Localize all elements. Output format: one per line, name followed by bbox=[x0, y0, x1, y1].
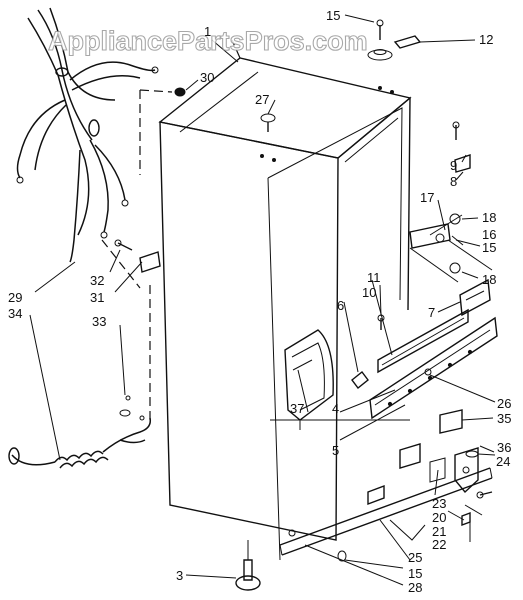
watermark: AppliancePartsPros.com bbox=[48, 26, 368, 56]
leader-lines bbox=[29, 14, 496, 586]
part-label: 12 bbox=[479, 32, 493, 47]
part-label: 21 bbox=[432, 524, 446, 539]
wiring-harness bbox=[16, 7, 159, 263]
part-label: 15 bbox=[408, 566, 422, 581]
part-label: 17 bbox=[420, 190, 434, 205]
part-label: 33 bbox=[92, 314, 106, 329]
routing-dash-lines bbox=[101, 39, 241, 420]
part-label: 8 bbox=[450, 174, 457, 189]
part-label: 27 bbox=[255, 92, 269, 107]
part-label: 37 bbox=[290, 401, 304, 416]
power-cord bbox=[8, 417, 152, 469]
part-label: 15 bbox=[482, 240, 496, 255]
part-label: 20 bbox=[432, 510, 446, 525]
bottom-hinge-bracket bbox=[399, 443, 479, 494]
part-label: 30 bbox=[200, 70, 214, 85]
part-label: 25 bbox=[408, 550, 422, 565]
part-label: 4 bbox=[332, 401, 339, 416]
part-label: 15 bbox=[326, 8, 340, 23]
leveling-leg bbox=[235, 529, 296, 591]
part-label: 34 bbox=[8, 306, 22, 321]
part-label: 28 bbox=[408, 580, 422, 595]
part-label: 35 bbox=[497, 411, 511, 426]
hinge-assembly bbox=[409, 213, 493, 283]
terminal-block bbox=[114, 239, 161, 421]
cabinet bbox=[158, 57, 493, 561]
part-label: 32 bbox=[90, 273, 104, 288]
part-label: 5 bbox=[332, 443, 339, 458]
part-labels: 1 3 4 5 6 7 8 9 10 11 12 15 15 15 16 17 … bbox=[8, 8, 511, 595]
part-label: 3 bbox=[176, 568, 183, 583]
part-label: 31 bbox=[90, 290, 104, 305]
part-label: 26 bbox=[497, 396, 511, 411]
part-label: 29 bbox=[8, 290, 22, 305]
part-label: 23 bbox=[432, 496, 446, 511]
part-label: 36 bbox=[497, 440, 511, 455]
part-label: 18 bbox=[482, 210, 496, 225]
top-hinge-bracket bbox=[459, 278, 491, 317]
dispenser-recess bbox=[284, 329, 334, 421]
top-fasteners bbox=[174, 19, 422, 162]
part-label: 7 bbox=[428, 305, 435, 320]
cross-rail bbox=[369, 316, 498, 420]
part-label: 24 bbox=[496, 454, 510, 469]
part-label: 16 bbox=[482, 227, 496, 242]
part-label: 18 bbox=[482, 272, 496, 287]
part-label: 22 bbox=[432, 537, 446, 552]
upper-rail bbox=[377, 308, 469, 374]
part-label: 6 bbox=[337, 298, 344, 313]
part-label: 11 bbox=[367, 270, 381, 285]
part-label: 10 bbox=[362, 285, 376, 300]
part-label: 1 bbox=[204, 24, 211, 39]
part-label: 9 bbox=[450, 158, 457, 173]
